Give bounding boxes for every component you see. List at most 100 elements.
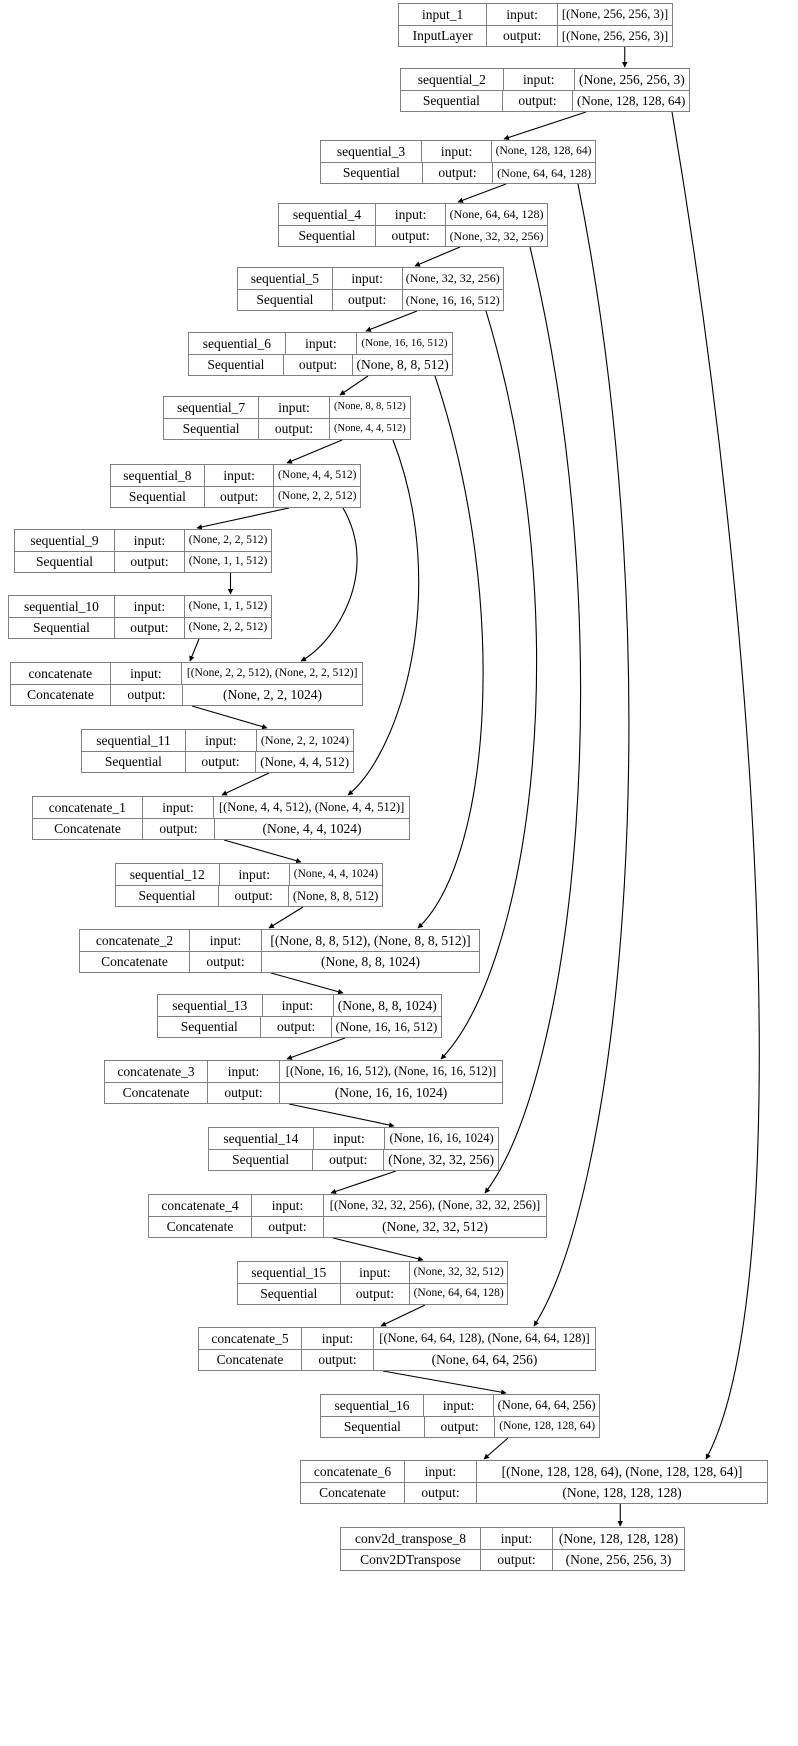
node-output-shape: (None, 2, 2, 512) (277, 490, 357, 502)
node-output-shape: (None, 128, 128, 64) (576, 93, 686, 109)
node-output-shape: (None, 128, 128, 64) (499, 1420, 596, 1432)
node-input-label: input: (252, 1195, 324, 1216)
node-input-label: input: (424, 1395, 495, 1416)
node-input-shape: (None, 64, 64, 256) (497, 1398, 596, 1412)
edge-concatenate_5-to-sequential_16 (382, 1370, 507, 1395)
node-name: concatenate_2 (80, 930, 190, 951)
node-output-shape: (None, 2, 2, 1024) (223, 687, 322, 702)
node-output-shape: (None, 4, 4, 1024) (262, 821, 362, 836)
node-input-label: input: (111, 663, 183, 684)
edge-sequential_7-to-sequential_8 (286, 439, 343, 464)
node-output-label: output: (205, 486, 275, 507)
node-input-shape: (None, 128, 128, 64) (495, 144, 592, 157)
edge-concatenate_3-to-sequential_14 (288, 1103, 395, 1128)
node-type: Sequential (321, 1416, 425, 1437)
node-name: concatenate_3 (105, 1061, 208, 1082)
edge-sequential_6-to-concatenate_2 (417, 375, 484, 929)
node-output-label: output: (111, 684, 183, 705)
node-output-label: output: (341, 1283, 411, 1304)
node-output-shape: (None, 32, 32, 256) (388, 1152, 494, 1167)
node-type: Sequential (238, 289, 333, 310)
node-input-label: input: (405, 1461, 477, 1482)
node-name: sequential_3 (321, 141, 423, 162)
node-type: Sequential (82, 751, 186, 772)
node-input-label: input: (341, 1262, 411, 1283)
node-input-shape: (None, 1, 1, 512) (188, 599, 268, 612)
node-type: Concatenate (11, 684, 111, 705)
node-output-shape: (None, 16, 16, 512) (335, 1019, 438, 1035)
node-output-label: output: (503, 90, 574, 111)
node-output-label: output: (219, 885, 290, 906)
node-input-shape: (None, 128, 128, 128) (558, 1530, 679, 1546)
node-input-shape: [(None, 8, 8, 512), (None, 8, 8, 512)] (270, 932, 471, 948)
node-output-shape: (None, 64, 64, 128) (413, 1287, 504, 1299)
node-output-label: output: (481, 1549, 553, 1570)
node-type: Sequential (238, 1283, 341, 1304)
node-input-shape: (None, 8, 8, 1024) (337, 997, 437, 1013)
edge-concatenate-to-sequential_11 (191, 705, 268, 730)
node-input-label: input: (143, 797, 215, 818)
node-type: InputLayer (399, 25, 488, 46)
node-type: Sequential (209, 1149, 314, 1170)
node-output-shape: (None, 8, 8, 512) (292, 888, 379, 903)
node-output-label: output: (284, 354, 354, 375)
node-output-shape: (None, 256, 256, 3) (565, 1552, 672, 1567)
node-output-shape: (None, 8, 8, 1024) (321, 954, 420, 969)
node-output-shape: (None, 1, 1, 512) (188, 555, 268, 567)
node-input-label: input: (286, 333, 357, 354)
node-type: Concatenate (149, 1216, 252, 1237)
node-name: concatenate_1 (33, 797, 143, 818)
node-name: sequential_16 (321, 1395, 425, 1416)
node-input-label: input: (115, 530, 185, 551)
edge-sequential_3-to-concatenate_5 (533, 183, 630, 1327)
node-output-label: output: (143, 818, 215, 839)
node-name: concatenate_5 (199, 1328, 302, 1349)
node-input-label: input: (302, 1328, 374, 1349)
node-name: sequential_6 (189, 333, 286, 354)
edge-concatenate_4-to-sequential_15 (332, 1237, 424, 1262)
node-type: Sequential (164, 418, 260, 439)
node-input-label: input: (422, 141, 493, 162)
node-name: concatenate_6 (301, 1461, 405, 1482)
node-input-shape: (None, 8, 8, 512) (334, 401, 406, 412)
node-name: sequential_10 (9, 596, 115, 617)
node-output-shape: (None, 16, 16, 1024) (334, 1085, 448, 1100)
node-type: Sequential (321, 162, 423, 183)
node-input-label: input: (186, 730, 257, 751)
edge-sequential_16-to-concatenate_6 (483, 1437, 509, 1460)
edge-sequential_8-to-sequential_9 (196, 507, 290, 530)
node-output-label: output: (115, 551, 185, 572)
edge-sequential_3-to-sequential_4 (457, 183, 507, 203)
node-input-label: input: (314, 1128, 386, 1149)
